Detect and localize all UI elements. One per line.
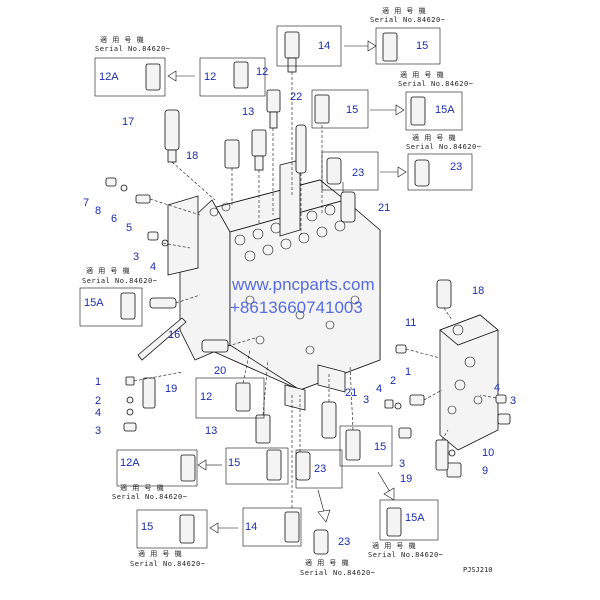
label-15-low: 15 <box>228 457 240 469</box>
label-3-low: 3 <box>95 425 101 437</box>
label-18-right: 18 <box>472 285 484 297</box>
serial-jp-2: 適 用 号 機 <box>100 35 144 44</box>
serial-jp-1: 適 用 号 機 <box>382 6 426 15</box>
serial-jp-5: 適 用 号 機 <box>86 266 130 275</box>
serial-jp-3: 適 用 号 機 <box>400 70 444 79</box>
serial-no-1: Serial No.84620~ <box>370 16 445 24</box>
watermark-site: www.pncparts.com <box>231 275 375 294</box>
label-19-r: 19 <box>400 473 412 485</box>
label-13-low: 13 <box>205 425 217 437</box>
label-21-top: 21 <box>378 202 390 214</box>
label-1: 1 <box>95 376 101 388</box>
label-23-bottom: 23 <box>338 536 350 548</box>
label-15a-bottom: 15A <box>405 512 425 524</box>
serial-no-6: Serial No.84620~ <box>112 493 187 501</box>
label-20: 20 <box>214 365 226 377</box>
serial-no-3: Serial No.84620~ <box>398 80 473 88</box>
serial-no-5: Serial No.84620~ <box>82 277 157 285</box>
label-9: 9 <box>482 465 488 477</box>
label-6: 6 <box>111 213 117 225</box>
figure-code: PJSJ210 <box>463 566 493 574</box>
label-8: 8 <box>95 205 101 217</box>
serial-jp-8: 適 用 号 機 <box>305 558 349 567</box>
label-16: 16 <box>168 329 180 341</box>
valve-cartridges <box>105 31 511 555</box>
label-3-rr: 3 <box>510 395 516 407</box>
watermark-phone: +8613660741003 <box>230 298 363 317</box>
label-15-mid: 15 <box>346 104 358 116</box>
label-23-top: 23 <box>352 167 364 179</box>
serial-jp-4: 適 用 号 機 <box>412 133 456 142</box>
label-4-rr: 4 <box>494 382 500 394</box>
label-3-left: 3 <box>133 251 139 263</box>
label-5: 5 <box>126 222 132 234</box>
label-4-r: 4 <box>376 383 382 395</box>
arrows <box>167 40 407 534</box>
label-3-c: 3 <box>399 458 405 470</box>
label-12a-low: 12A <box>120 457 140 469</box>
serial-no-4: Serial No.84620~ <box>406 143 481 151</box>
serial-no-9: Serial No.84620~ <box>368 551 443 559</box>
label-15a-left: 15A <box>84 297 104 309</box>
label-3-r1: 3 <box>363 394 369 406</box>
part-number-labels: 14 15 12A 12 12 22 15 15A 17 13 18 23 23… <box>83 40 516 548</box>
callout-boxes <box>79 25 473 549</box>
label-15-top: 15 <box>416 40 428 52</box>
label-14-top: 14 <box>318 40 330 52</box>
watermark: www.pncparts.com +8613660741003 <box>230 275 375 317</box>
serial-jp-6: 適 用 号 機 <box>120 483 164 492</box>
serial-notes: 適 用 号 機 Serial No.84620~ 適 用 号 機 Serial … <box>82 6 481 577</box>
leader-lines <box>133 72 497 508</box>
label-2-r: 2 <box>390 375 396 387</box>
label-7: 7 <box>83 197 89 209</box>
label-4-left: 4 <box>150 261 156 273</box>
label-13-top: 13 <box>242 106 254 118</box>
label-17: 17 <box>122 116 134 128</box>
label-14-bottom: 14 <box>245 521 257 533</box>
label-22: 22 <box>290 91 302 103</box>
right-sub-valve <box>439 314 499 451</box>
serial-jp-7: 適 用 号 機 <box>138 549 182 558</box>
serial-no-8: Serial No.84620~ <box>300 569 375 577</box>
label-12-box: 12 <box>204 71 216 83</box>
label-10: 10 <box>482 447 494 459</box>
label-12-low: 12 <box>200 391 212 403</box>
label-18: 18 <box>186 150 198 162</box>
label-2: 2 <box>95 395 101 407</box>
label-4-low: 4 <box>95 407 101 419</box>
label-15a-mid: 15A <box>435 104 455 116</box>
serial-jp-9: 適 用 号 機 <box>372 541 416 550</box>
serial-no-7: Serial No.84620~ <box>130 560 205 568</box>
label-15-bottom: 15 <box>141 521 153 533</box>
label-11: 11 <box>405 317 416 329</box>
label-23-right: 23 <box>450 161 462 173</box>
label-21-low: 21 <box>345 387 357 399</box>
label-19-left: 19 <box>165 383 177 395</box>
main-valve-body <box>137 159 381 411</box>
label-1-r: 1 <box>405 366 411 378</box>
serial-no-2: Serial No.84620~ <box>95 45 170 53</box>
label-12a-top: 12A <box>99 71 119 83</box>
label-23-low: 23 <box>314 463 326 475</box>
label-12-loose: 12 <box>256 66 268 78</box>
label-15-center: 15 <box>374 441 386 453</box>
